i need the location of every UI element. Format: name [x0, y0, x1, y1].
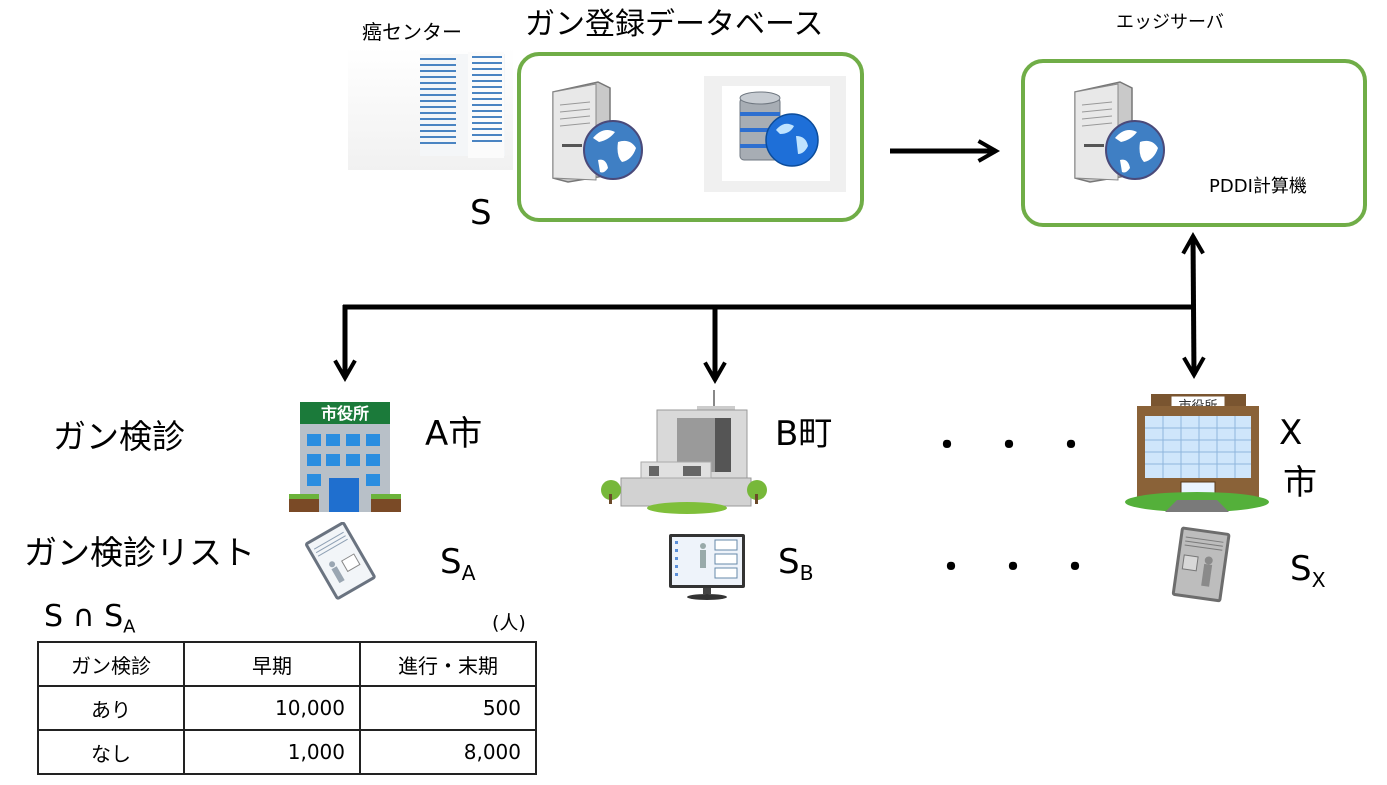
intersection-main: S ∩ S [44, 599, 124, 634]
set-sa-main: S [440, 542, 462, 582]
b-town-label: B町 [775, 414, 833, 454]
x-city-label-line2: 市 [1283, 463, 1317, 503]
table-header-row: ガン検診 早期 進行・末期 [37, 641, 537, 687]
screening-list-label: ガン検診リスト [24, 533, 255, 572]
unit-label: (人) [492, 612, 526, 634]
edge-server-label: エッジサーバ [1116, 12, 1224, 33]
cancer-center-label: 癌センター [362, 20, 462, 44]
intersection-label: S ∩ SA [44, 602, 135, 636]
registry-title: ガン登録データベース [525, 7, 824, 42]
intersection-subscript: A [123, 616, 136, 638]
a-city-hall-icon: 市役所 [289, 402, 401, 518]
database-globe-icon [704, 76, 846, 192]
set-sb-main: S [778, 542, 800, 582]
ellipsis-lists: ・・・ [934, 548, 1120, 588]
set-s-label: S [470, 193, 492, 233]
set-sb-label: SB [778, 545, 814, 584]
x-city-list-clipboard-icon [1158, 525, 1238, 609]
set-sx-main: S [1290, 549, 1312, 589]
a-city-label: A市 [425, 414, 483, 454]
cancer-center-building-icon [348, 48, 513, 170]
table-row: あり 10,000 500 [37, 685, 537, 731]
set-sb-subscript: B [799, 561, 814, 586]
screening-stage-table: ガン検診 早期 進行・末期 あり 10,000 500 なし 1,000 8,0… [37, 641, 537, 775]
table-cell: あり [37, 685, 185, 731]
table-header-cell: ガン検診 [37, 641, 185, 687]
table-cell: なし [37, 729, 185, 775]
x-city-label-line1: X [1279, 413, 1303, 453]
web-server-icon [548, 80, 648, 189]
set-sa-label: SA [440, 545, 476, 584]
table-header-cell: 進行・末期 [359, 641, 537, 687]
set-sx-label: SX [1290, 552, 1326, 591]
set-sx-subscript: X [1311, 568, 1326, 593]
b-town-monitor-icon [667, 532, 747, 606]
table-cell: 10,000 [183, 685, 361, 731]
b-town-hall-icon [597, 390, 772, 524]
table-header-cell: 早期 [183, 641, 361, 687]
ellipsis-municipalities: ・・・ [930, 426, 1116, 466]
a-city-hall-sign: 市役所 [321, 404, 369, 423]
table-cell: 8,000 [359, 729, 537, 775]
x-city-hall-icon: 市役所 [1125, 392, 1270, 516]
table-cell: 500 [359, 685, 537, 731]
table-cell: 1,000 [183, 729, 361, 775]
arrow-edge-bidir [1181, 231, 1206, 380]
table-row: なし 1,000 8,000 [37, 729, 537, 775]
set-sa-subscript: A [461, 561, 476, 586]
screening-label: ガン検診 [53, 417, 185, 456]
pddi-calculator-label: PDDI計算機 [1209, 176, 1307, 197]
a-city-list-clipboard-icon [300, 521, 380, 606]
edge-server-icon [1070, 80, 1170, 189]
